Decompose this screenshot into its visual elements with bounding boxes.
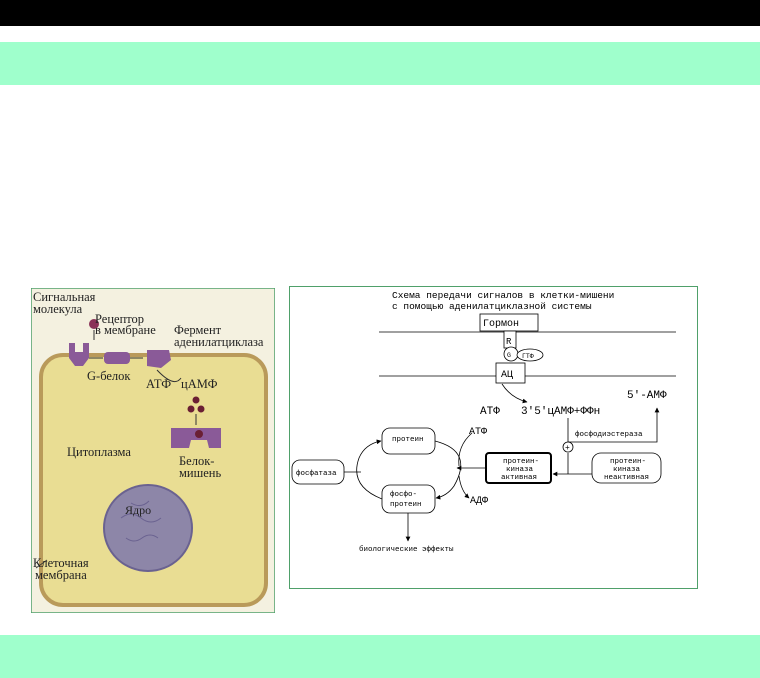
top-bar [0,0,760,26]
target-protein-shape [171,428,221,448]
label-atp: АТФ [146,377,171,391]
kinase-active-3: активная [501,474,537,482]
gtp-ellipse [516,348,544,362]
phosphatase-label: фосфатаза [296,470,337,478]
label-target-2: мишень [179,466,221,480]
footer-band [0,635,760,678]
atp-top-label: АТФ [480,406,500,418]
label-signal-molecule-2: молекула [33,302,83,316]
phosphoprotein-1: фосфо- [390,491,417,499]
phosphoprotein-2: протеин [390,501,422,509]
label-g-protein: G-белок [87,369,131,383]
label-enzyme-2: аденилатциклаза [174,335,264,349]
label-receptor-2: в мембране [95,323,156,337]
g-label: G [507,352,511,359]
label-membrane-1: Клеточная [33,556,89,570]
adp-label: АДФ [470,496,488,507]
g-protein-shape [104,352,130,364]
receptor-shape [69,343,89,366]
camp-reaction-label: 3'5'цАМФ+ФФн [521,406,600,418]
nucleus-shape [103,484,193,572]
signal-molecule [89,319,99,329]
effects-label: биологические эффекты [359,545,454,554]
label-enzyme-1: Фермент [174,323,222,337]
label-nucleus: Ядро [125,503,151,517]
scheme-figure: Схема передачи сигналов в клетки-мишени … [289,286,698,589]
kinase-inactive-1: протеин- [610,458,646,466]
phosphodiesterase-label: фосфодиэстераза [575,431,643,439]
protein-label: протеин [392,436,424,444]
adenylate-cyclase-shape [147,350,171,368]
ac-label: АЦ [501,370,513,381]
label-signal-molecule-1: Сигнальная [33,290,96,304]
kinase-active-1: протеин- [503,458,539,466]
plus-circle [562,441,574,453]
label-membrane-2: мембрана [35,568,87,582]
plus-label: + [565,444,570,453]
kinase-inactive-box [591,452,662,484]
gtp-label: ГТФ [522,353,534,360]
label-target-1: Белок- [179,454,214,468]
cell-figure: Сигнальная молекула Рецептор в мембране … [30,287,276,614]
amp-label: 5'-АМФ [627,390,667,402]
scheme-title-2: с помощью аденилатциклазной системы [392,301,592,312]
label-receptor-1: Рецептор [95,312,144,326]
kinase-inactive-3: неактивная [604,474,649,482]
atp-cycle-label: АТФ [469,427,487,438]
label-cytoplasm: Цитоплазма [67,445,131,459]
label-camp: цАМФ [181,377,218,391]
hormone-label: Гормон [483,319,519,330]
title-band [0,42,760,85]
ac-box [495,362,526,384]
kinase-inactive-2: киназа [613,466,641,474]
receptor-label: R [506,337,512,347]
kinase-active-2: киназа [506,466,534,474]
scheme-title-1: Схема передачи сигналов в клетки-мишени [392,290,614,301]
